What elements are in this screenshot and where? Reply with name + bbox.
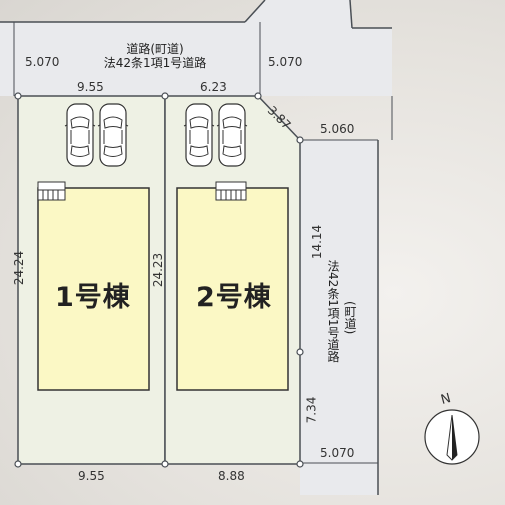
- dim-lot2-top: 6.23: [200, 80, 227, 94]
- car-icon: [64, 103, 96, 167]
- car-icon: [97, 103, 129, 167]
- top-road-width-right: 5.070: [268, 55, 303, 69]
- entrance-icon: [215, 181, 247, 201]
- entrance-icon: [37, 181, 66, 201]
- dim-lot1-top: 9.55: [77, 80, 104, 94]
- dim-lot2-bottom: 8.88: [218, 469, 245, 483]
- right-road-name: 法42条1項1号道路: [326, 259, 340, 363]
- car-icon: [216, 103, 248, 167]
- top-road: [0, 0, 392, 96]
- dim-lot1-bottom: 9.55: [78, 469, 105, 483]
- right-road: [300, 140, 378, 495]
- car-icon: [183, 103, 215, 167]
- right-road-width-top: 5.060: [320, 122, 355, 136]
- right-road-name-col2: (町道): [343, 301, 357, 335]
- dim-lot2-right-upper: 14.14: [310, 224, 325, 260]
- top-road-name-line2: 法42条1項1号道路: [103, 56, 207, 70]
- dim-lot-divider: 24.23: [151, 252, 166, 288]
- top-road-width-left: 5.070: [25, 55, 60, 69]
- building-2-label: 2号棟: [196, 282, 272, 313]
- building-1-label: 1号棟: [55, 282, 131, 313]
- dim-lot1-left: 24.24: [12, 250, 27, 286]
- right-road-width-bottom: 5.070: [320, 446, 355, 460]
- top-road-name: 道路(町道) 法42条1項1号道路: [80, 42, 230, 70]
- boundary-markers: [14, 92, 304, 468]
- building-2: [176, 187, 289, 391]
- building-1: [37, 187, 150, 391]
- dim-lot2-right-lower: 7.34: [304, 396, 319, 424]
- compass-icon: [424, 409, 480, 465]
- top-road-name-line1: 道路(町道): [126, 42, 184, 56]
